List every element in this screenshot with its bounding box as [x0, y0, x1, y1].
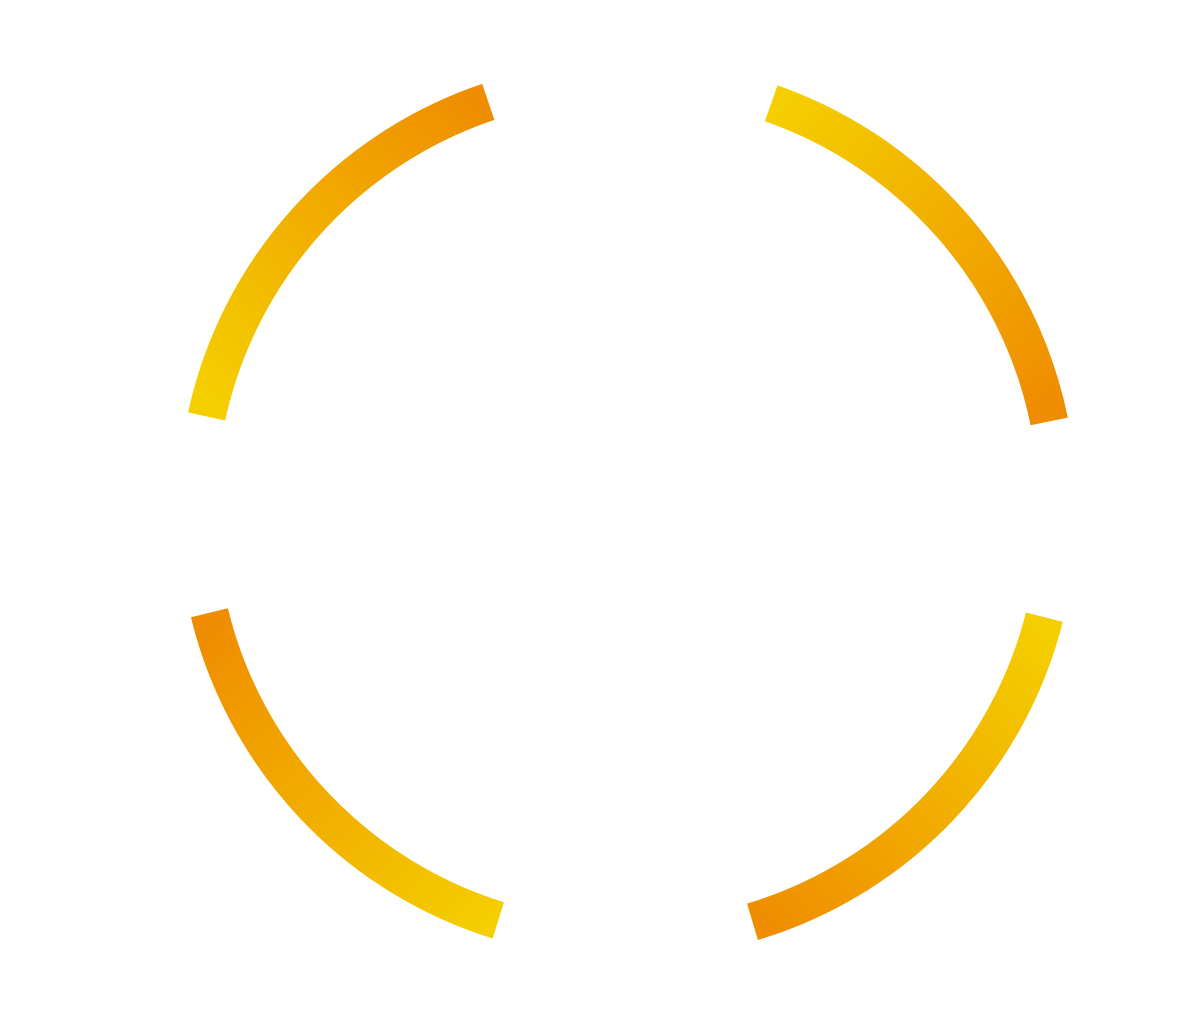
arc-top-right — [764, 85, 1068, 426]
arc-bottom-left — [190, 608, 504, 939]
arc-bottom-right — [747, 612, 1063, 940]
arc-top-left — [188, 83, 495, 421]
